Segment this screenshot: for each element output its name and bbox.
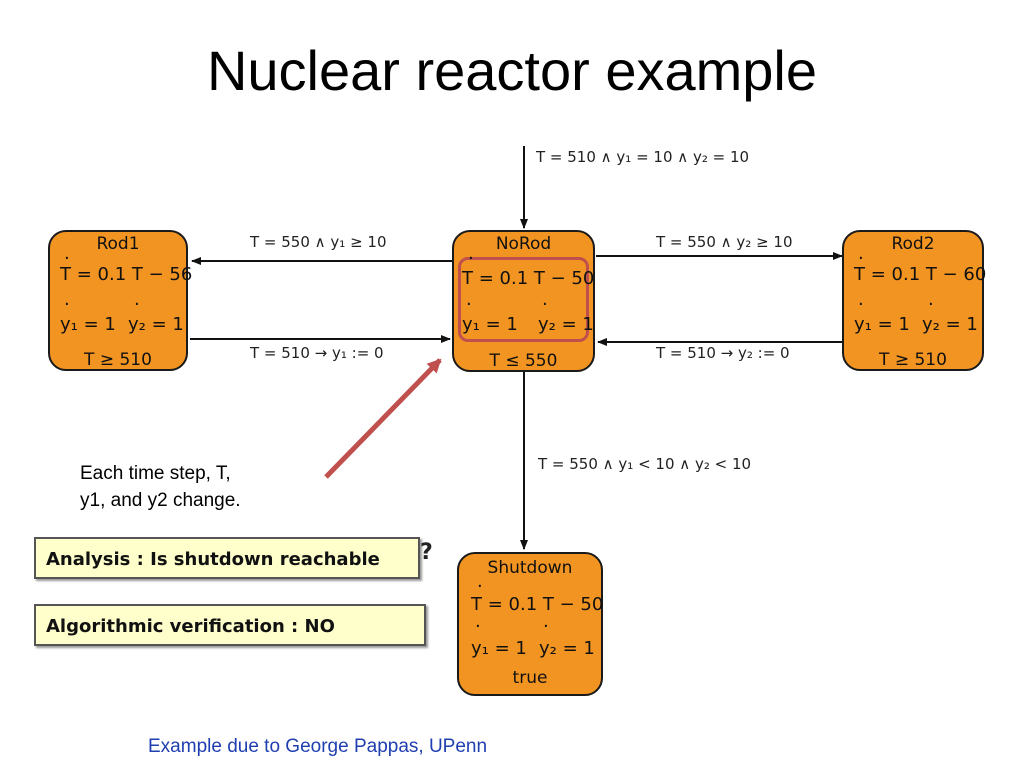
state-norod-flow-t: T = 0.1 T − 50 <box>462 268 595 289</box>
dot-mark: · <box>475 616 481 637</box>
analysis-question-mark: ? <box>420 540 433 565</box>
dot-mark: · <box>64 294 70 315</box>
dot-mark: · <box>543 616 549 637</box>
state-rod1-flow-y2: y₂ = 1 <box>128 314 184 335</box>
dot-mark: · <box>858 294 864 315</box>
state-rod2-invariant: T ≥ 510 <box>879 350 947 370</box>
edge-label-rod1-to-norod: T = 510 → y₁ := 0 <box>250 344 384 362</box>
dot-mark: · <box>858 248 864 269</box>
state-norod-invariant: T ≤ 550 <box>489 351 558 371</box>
verification-box: Algorithmic verification : NO <box>34 604 426 646</box>
state-shutdown: Shutdown · T = 0.1 T − 50 · · y₁ = 1 y₂ … <box>457 552 603 696</box>
state-rod2-flow-y1: y₁ = 1 <box>854 314 910 335</box>
dot-mark: · <box>466 294 472 315</box>
state-rod2-name: Rod2 <box>891 234 935 254</box>
note-line-1: Each time step, T, <box>80 463 231 484</box>
analysis-box: Analysis : Is shutdown reachable <box>34 537 420 579</box>
edge-label-norod-to-rod2: T = 550 ∧ y₂ ≥ 10 <box>656 233 793 251</box>
state-rod1-name: Rod1 <box>96 234 140 254</box>
state-shutdown-invariant: true <box>512 668 548 688</box>
state-shutdown-flow-t: T = 0.1 T − 50 <box>471 594 604 615</box>
flow-highlight <box>458 257 589 342</box>
state-rod1-invariant: T ≥ 510 <box>84 350 152 370</box>
state-rod1-flow-t: T = 0.1 T − 56 <box>60 264 193 285</box>
dot-mark: · <box>134 294 140 315</box>
state-rod2: Rod2 · T = 0.1 T − 60 · · y₁ = 1 y₂ = 1 … <box>842 230 987 371</box>
edge-label-norod-to-rod1: T = 550 ∧ y₁ ≥ 10 <box>250 233 387 251</box>
state-shutdown-flow-y2: y₂ = 1 <box>539 638 595 659</box>
edge-label-initial: T = 510 ∧ y₁ = 10 ∧ y₂ = 10 <box>536 148 750 166</box>
state-rod2-flow-t: T = 0.1 T − 60 <box>854 264 987 285</box>
pointer-arrow <box>324 358 442 479</box>
verification-text: Algorithmic verification : NO <box>46 616 335 637</box>
state-norod-name: NoRod <box>495 234 552 254</box>
note-line-2: y1, and y2 change. <box>80 490 241 511</box>
state-shutdown-name: Shutdown <box>487 558 573 578</box>
dot-mark: · <box>928 294 934 315</box>
dot-mark: · <box>64 248 70 269</box>
dot-mark: · <box>468 248 474 269</box>
edge-label-rod2-to-norod: T = 510 → y₂ := 0 <box>656 344 790 362</box>
state-norod-flow-y1: y₁ = 1 <box>462 314 518 335</box>
credit-line: Example due to George Pappas, UPenn <box>148 736 488 757</box>
state-norod-flow-y2: y₂ = 1 <box>538 314 594 335</box>
state-norod: NoRod · T = 0.1 T − 50 · · y₁ = 1 y₂ = 1… <box>452 230 595 372</box>
analysis-text: Analysis : Is shutdown reachable <box>46 549 380 570</box>
state-rod2-flow-y2: y₂ = 1 <box>922 314 978 335</box>
slide-title: Nuclear reactor example <box>206 39 818 102</box>
explanatory-note: Each time step, T, y1, and y2 change. <box>80 460 241 514</box>
state-rod1-flow-y1: y₁ = 1 <box>60 314 116 335</box>
state-shutdown-flow-y1: y₁ = 1 <box>471 638 527 659</box>
state-rod1: Rod1 · T = 0.1 T − 56 · · y₁ = 1 y₂ = 1 … <box>48 230 192 371</box>
dot-mark: · <box>542 294 548 315</box>
dot-mark: · <box>477 576 483 597</box>
edge-label-norod-to-shutdown: T = 550 ∧ y₁ < 10 ∧ y₂ < 10 <box>538 455 752 473</box>
